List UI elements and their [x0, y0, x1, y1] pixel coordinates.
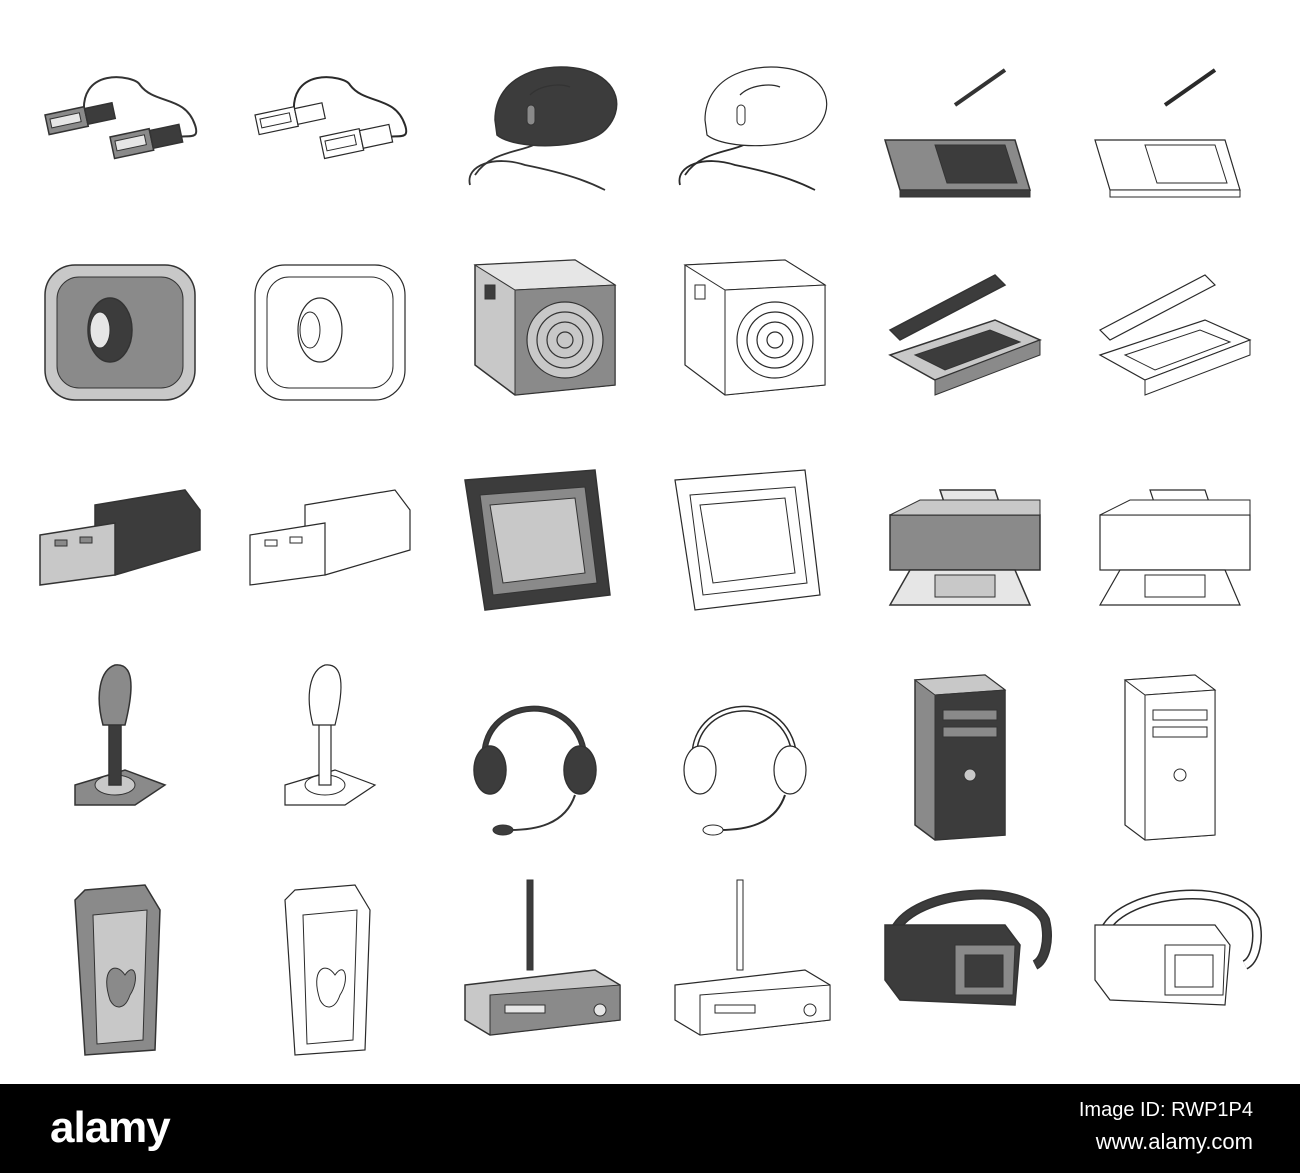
- graphics-tablet-mono-icon: [855, 25, 1065, 225]
- usb-cable-mono-icon: [15, 25, 225, 225]
- usb-cable-outline-icon: [225, 25, 435, 225]
- power-supply-outline-icon: [645, 245, 855, 445]
- headset-mono-icon: [435, 655, 645, 855]
- webcam-outline-icon: [225, 245, 435, 445]
- site-url[interactable]: www.alamy.com: [1095, 1129, 1253, 1154]
- joystick-outline-icon: [225, 655, 435, 855]
- sd-card-mono-icon: [15, 870, 225, 1070]
- processor-chip-outline-icon: [645, 455, 855, 655]
- wifi-router-outline-icon: [645, 870, 855, 1070]
- computer-mouse-outline-icon: [645, 25, 855, 225]
- scanner-outline-icon: [1065, 245, 1275, 445]
- vr-headset-outline-icon: [1065, 870, 1275, 1070]
- image-id-label: Image ID: RWP1P4: [1078, 1099, 1253, 1121]
- footer-bar: alamy Image ID: RWP1P4 www.alamy.com: [0, 1084, 1300, 1173]
- scanner-mono-icon: [855, 245, 1065, 445]
- vr-headset-mono-icon: [855, 870, 1065, 1070]
- printer-outline-icon: [1065, 455, 1275, 655]
- headset-outline-icon: [645, 655, 855, 855]
- printer-mono-icon: [855, 455, 1065, 655]
- wifi-router-mono-icon: [435, 870, 645, 1070]
- usb-flash-drive-mono-icon: [15, 455, 225, 655]
- computer-mouse-mono-icon: [435, 25, 645, 225]
- system-unit-outline-icon: [1065, 655, 1275, 855]
- processor-chip-mono-icon: [435, 455, 645, 655]
- sd-card-outline-icon: [225, 870, 435, 1070]
- usb-flash-drive-outline-icon: [225, 455, 435, 655]
- icon-grid: [15, 25, 1275, 1070]
- power-supply-mono-icon: [435, 245, 645, 445]
- alamy-logo[interactable]: alamy: [50, 1103, 171, 1152]
- webcam-mono-icon: [15, 245, 225, 445]
- system-unit-mono-icon: [855, 655, 1065, 855]
- graphics-tablet-outline-icon: [1065, 25, 1275, 225]
- joystick-mono-icon: [15, 655, 225, 855]
